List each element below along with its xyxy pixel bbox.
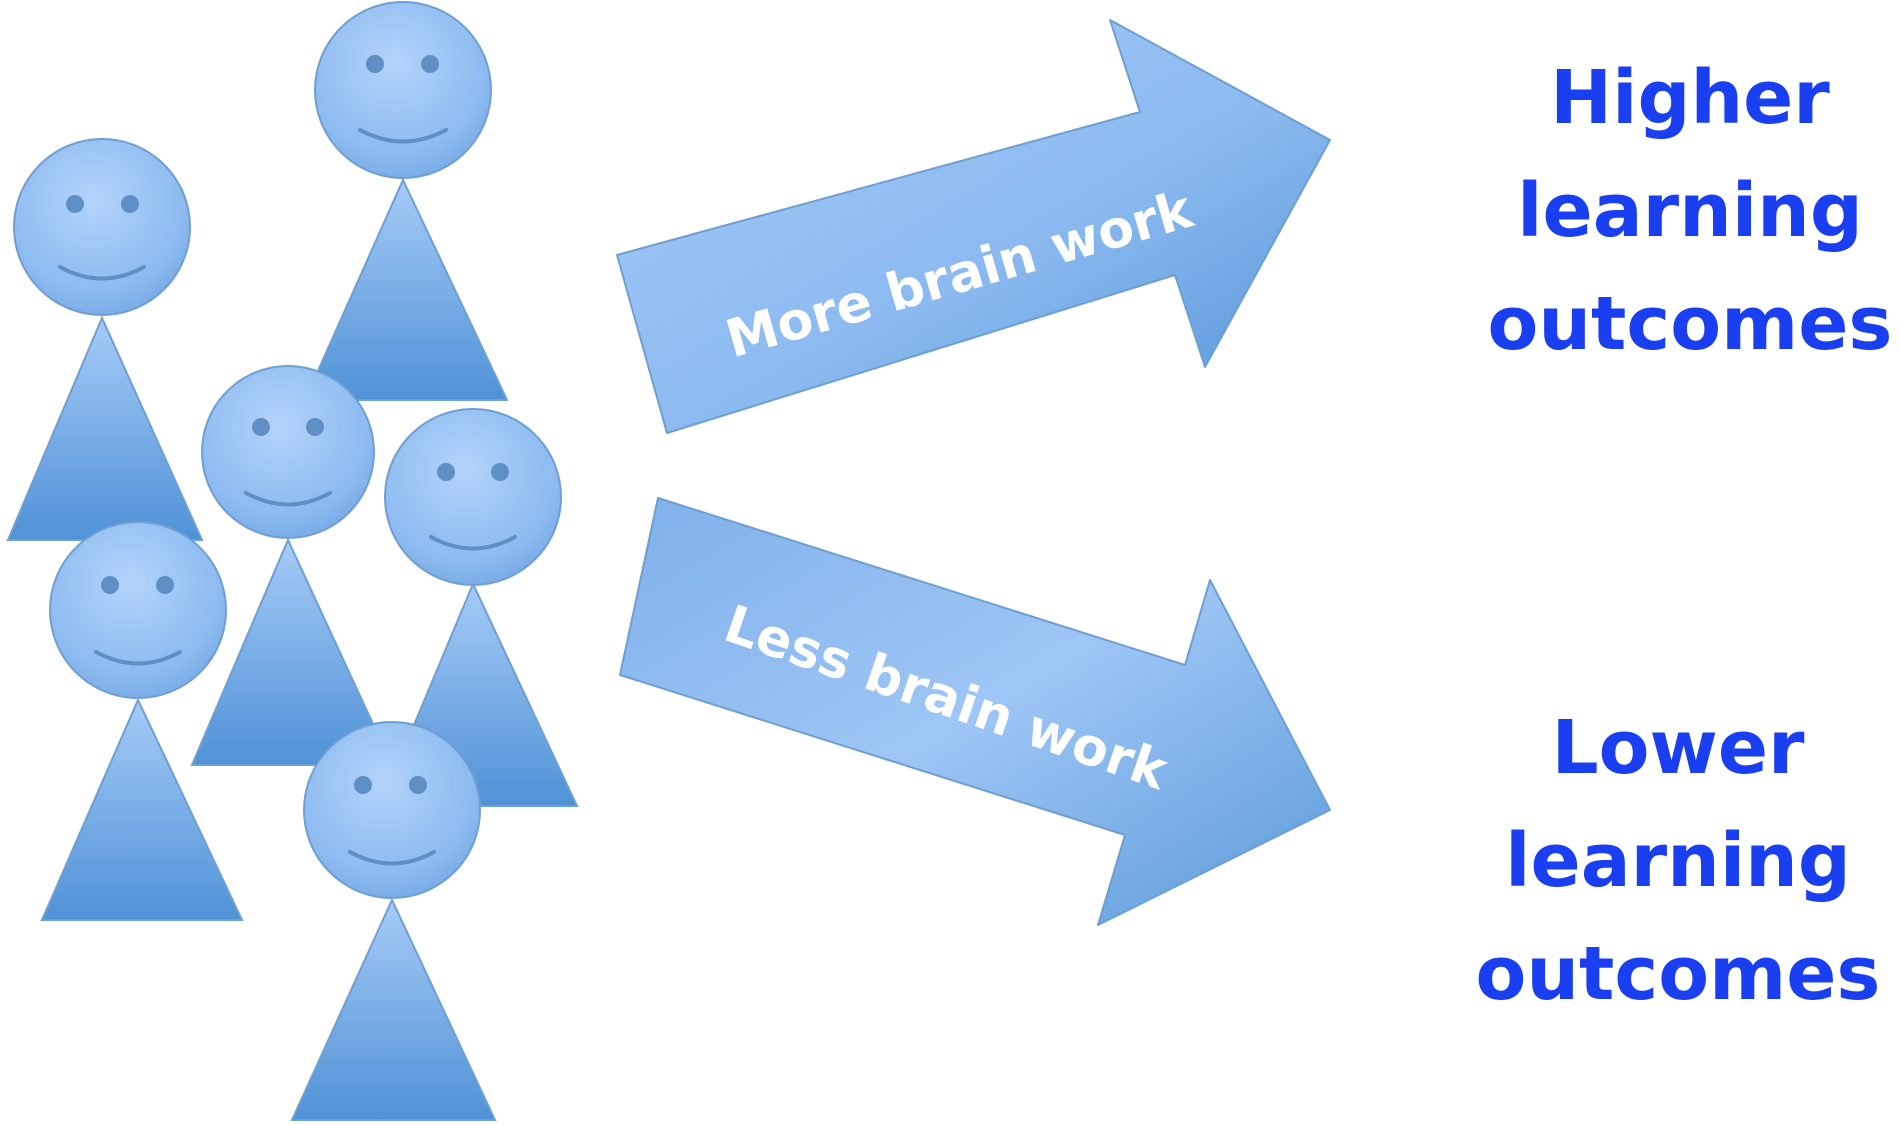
person-smile: [358, 128, 448, 144]
person-eye: [366, 55, 384, 73]
arrow-more-brain-work: More brain work: [616, 19, 1331, 434]
person-head: [49, 521, 227, 699]
outcome-lower-learning: Lower learning outcomes: [1468, 692, 1888, 1031]
person-head: [303, 721, 481, 899]
person-head: [314, 1, 492, 179]
person-eye: [156, 576, 174, 594]
person-head: [384, 408, 562, 586]
outcome-line: outcomes: [1487, 281, 1893, 367]
person-figure: [40, 521, 244, 921]
person-eye: [66, 195, 84, 213]
outcome-line: Lower: [1551, 705, 1805, 791]
arrow-shape: [616, 19, 1331, 434]
person-smile: [94, 650, 182, 666]
person-figure: [190, 365, 394, 766]
person-body: [290, 897, 497, 1121]
outcome-line: outcomes: [1475, 931, 1881, 1017]
person-figure: [303, 1, 509, 401]
person-eye: [306, 418, 324, 436]
person-smile: [429, 535, 517, 551]
person-body: [190, 537, 394, 766]
person-eye: [101, 576, 119, 594]
person-head: [201, 365, 375, 539]
person-eye: [354, 776, 372, 794]
person-eye: [121, 195, 139, 213]
outcome-line: learning: [1517, 168, 1863, 254]
arrow-shape: [619, 497, 1331, 926]
person-smile: [244, 491, 332, 507]
person-smile: [58, 265, 146, 281]
person-body: [40, 697, 244, 921]
arrow-less-brain-work: Less brain work: [619, 497, 1331, 926]
person-figure: [6, 138, 204, 541]
outcome-line: Higher: [1550, 55, 1830, 141]
person-eye: [409, 776, 427, 794]
people-group: [6, 1, 579, 1121]
person-eye: [252, 418, 270, 436]
person-eye: [437, 463, 455, 481]
person-figure: [290, 721, 497, 1121]
person-head: [13, 138, 191, 316]
person-body: [303, 177, 509, 401]
person-eye: [421, 55, 439, 73]
person-eye: [491, 463, 509, 481]
outcome-higher-learning: Higher learning outcomes: [1480, 42, 1900, 381]
outcome-line: learning: [1505, 818, 1851, 904]
person-body: [6, 315, 204, 541]
person-smile: [348, 850, 436, 866]
